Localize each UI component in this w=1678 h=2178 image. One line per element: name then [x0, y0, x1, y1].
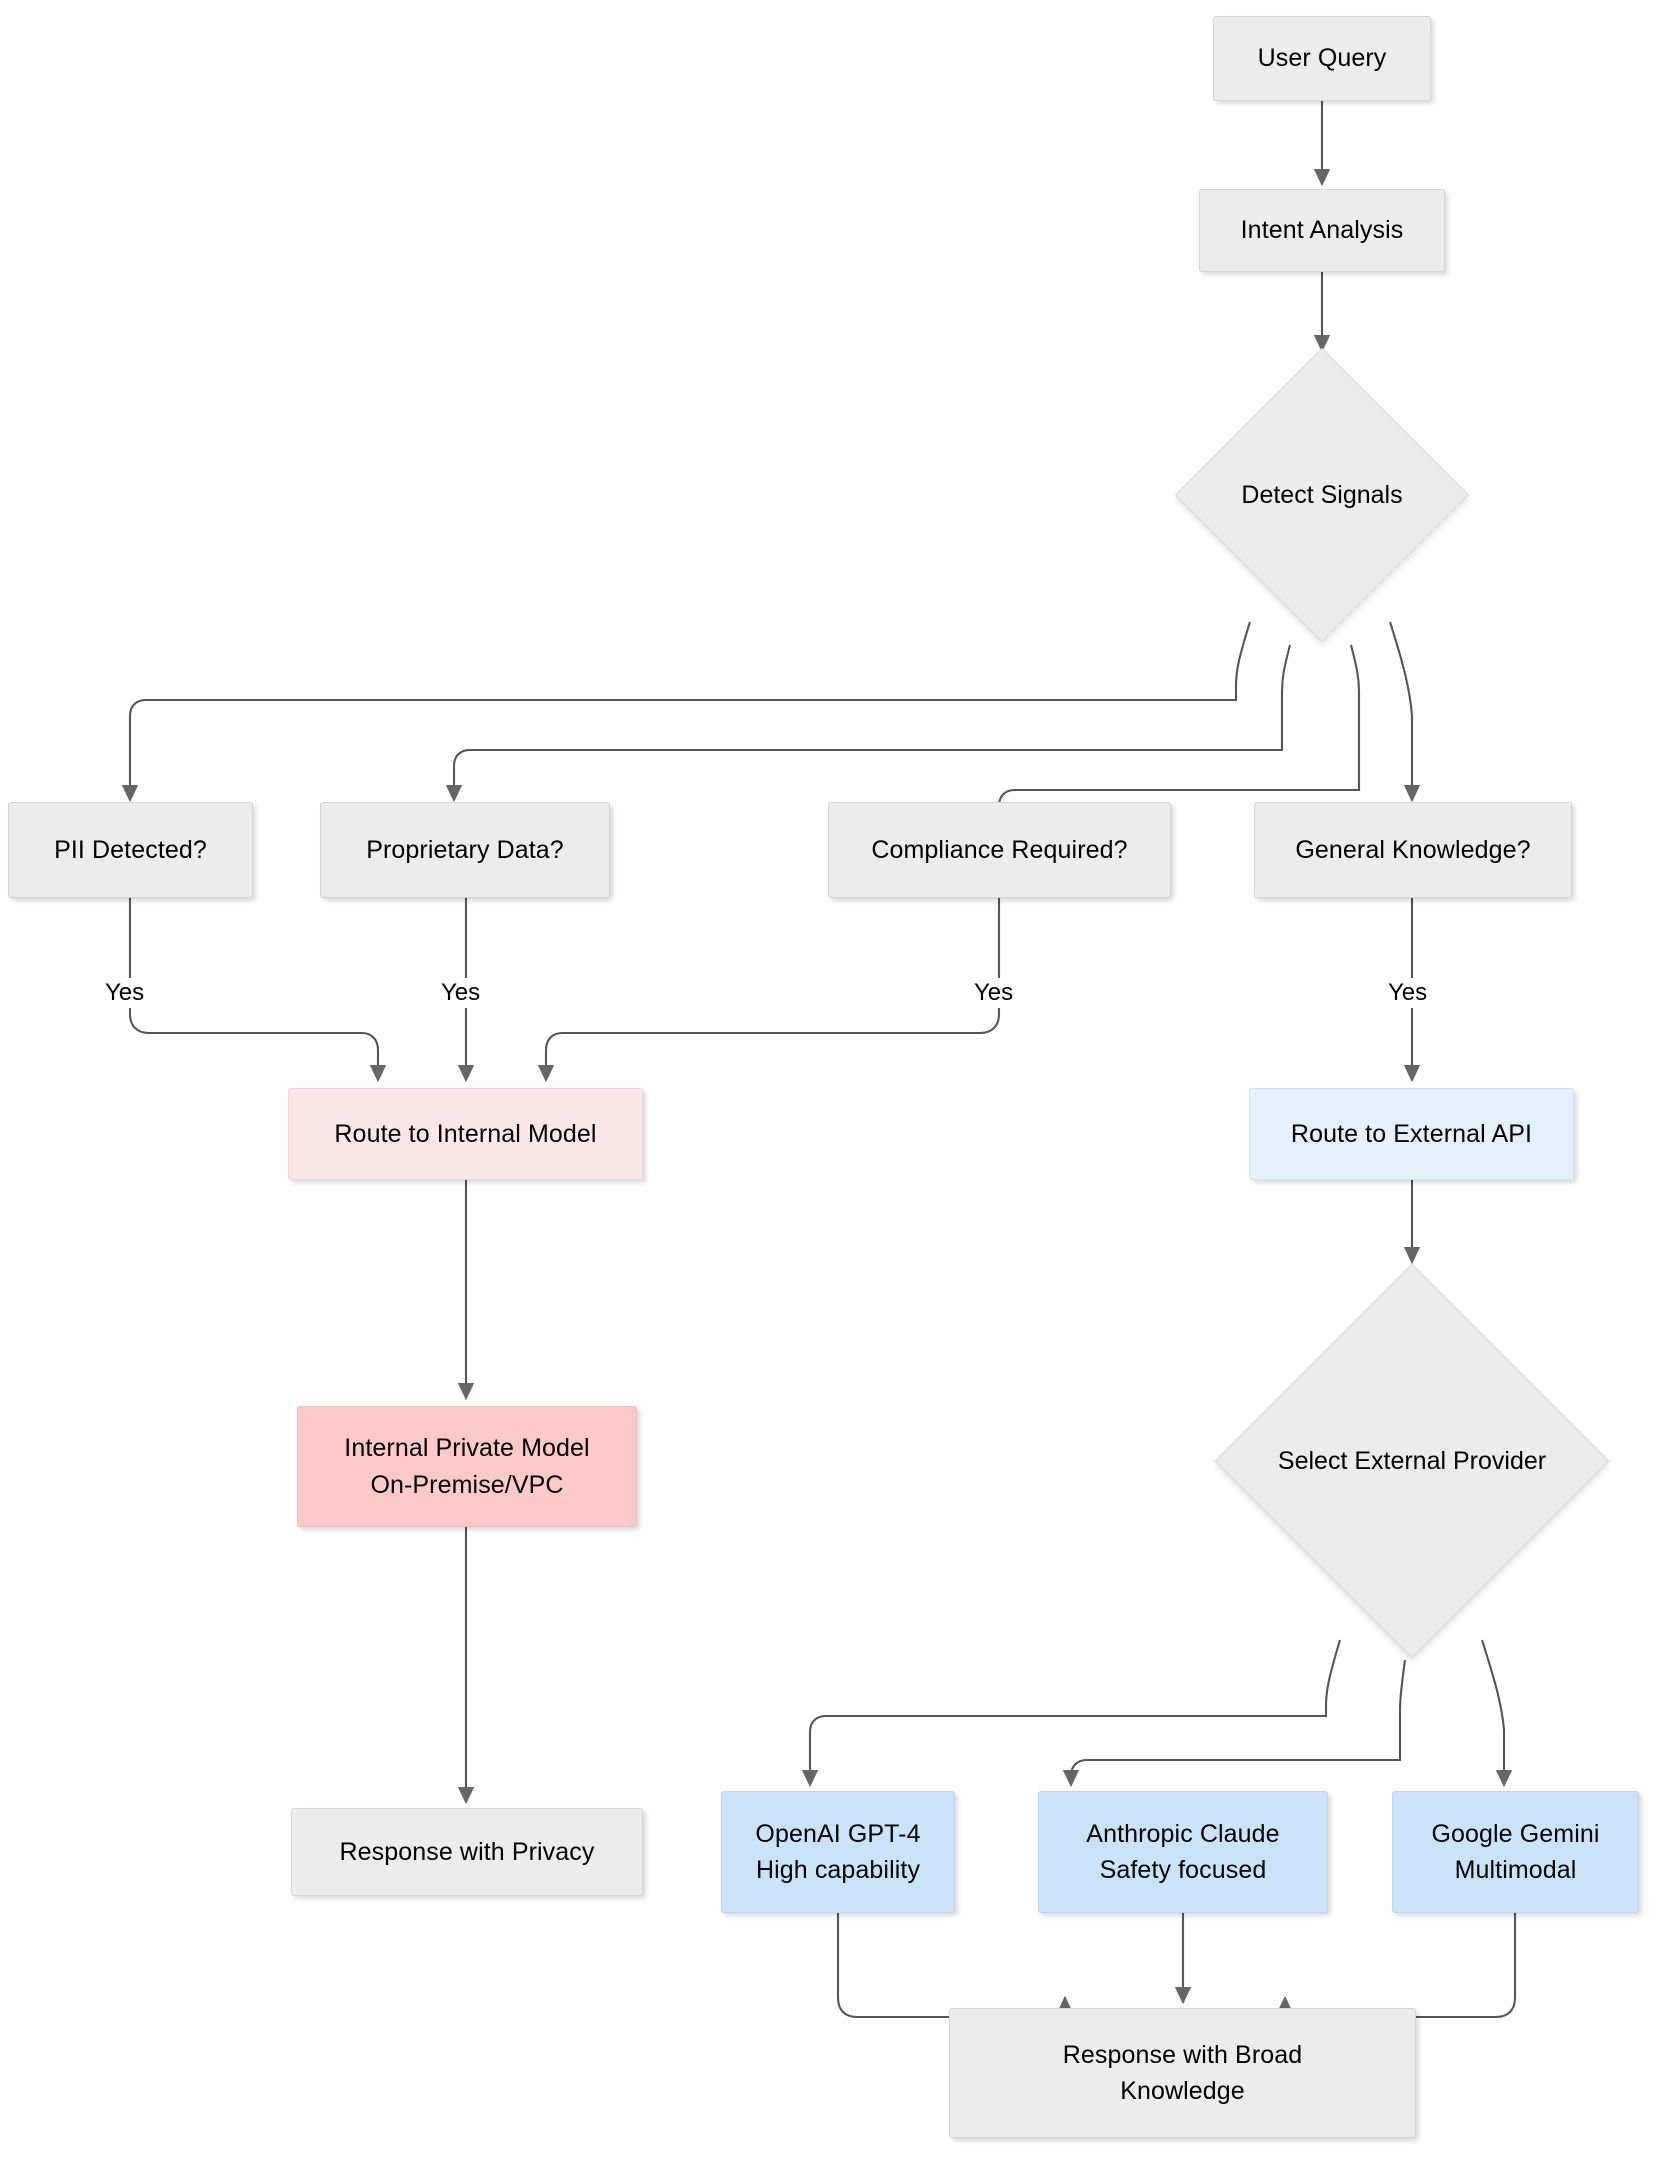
node-general-knowledge[interactable]: General Knowledge? [1254, 802, 1572, 898]
node-internal-private-model[interactable]: Internal Private Model On-Premise/VPC [297, 1406, 637, 1527]
node-route-to-internal-model-label: Route to Internal Model [334, 1119, 597, 1148]
edge-select-provider-to-anthropic [1062, 1659, 1407, 1788]
edge-detect-to-compliance [990, 644, 1361, 833]
node-select-external-provider[interactable]: Select External Provider [1198, 1263, 1626, 1659]
node-user-query-label: User Query [1257, 44, 1387, 73]
edge-detect-to-general [1388, 621, 1421, 803]
node-response-with-privacy-label: Response with Privacy [339, 1837, 595, 1866]
node-anthropic-claude-label: Anthropic Claude Safety focused [1086, 1819, 1280, 1884]
node-pii-detected[interactable]: PII Detected? [8, 802, 253, 898]
node-google-gemini[interactable]: Google Gemini Multimodal [1392, 1791, 1639, 1913]
node-openai-gpt4[interactable]: OpenAI GPT-4 High capability [721, 1791, 955, 1913]
node-route-to-external-api-label: Route to External API [1290, 1119, 1533, 1148]
edge-label-pii-yes: Yes [100, 978, 150, 1008]
node-general-knowledge-label: General Knowledge? [1295, 835, 1531, 864]
node-proprietary-data[interactable]: Proprietary Data? [320, 802, 610, 898]
node-response-with-broad-knowledge-label: Response with Broad Knowledge [1062, 2040, 1303, 2105]
edge-select-provider-to-openai [801, 1639, 1342, 1788]
edge-detect-to-pii [121, 621, 1252, 803]
edge-pii-to-route-internal [128, 898, 387, 1083]
node-proprietary-data-label: Proprietary Data? [366, 835, 564, 864]
node-google-gemini-label: Google Gemini Multimodal [1431, 1819, 1600, 1884]
edge-label-proprietary-yes: Yes [436, 978, 486, 1008]
node-select-external-provider-label: Select External Provider [1277, 1446, 1547, 1475]
node-route-to-internal-model[interactable]: Route to Internal Model [288, 1088, 643, 1180]
node-user-query[interactable]: User Query [1213, 16, 1431, 101]
node-intent-analysis[interactable]: Intent Analysis [1199, 189, 1445, 272]
edge-label-general-yes: Yes [1383, 978, 1433, 1008]
edge-compliance-to-route-internal [537, 898, 1001, 1083]
node-detect-signals-label: Detect Signals [1241, 480, 1403, 509]
edge-select-provider-to-gemini [1480, 1639, 1513, 1788]
node-internal-private-model-label: Internal Private Model On-Premise/VPC [344, 1434, 590, 1499]
node-response-with-broad-knowledge[interactable]: Response with Broad Knowledge [949, 2008, 1416, 2138]
node-pii-detected-label: PII Detected? [54, 835, 207, 864]
node-anthropic-claude[interactable]: Anthropic Claude Safety focused [1038, 1791, 1328, 1913]
edge-label-compliance-yes: Yes [969, 978, 1019, 1008]
node-detect-signals[interactable]: Detect Signals [1170, 347, 1474, 643]
node-compliance-required[interactable]: Compliance Required? [828, 802, 1171, 898]
edge-detect-to-proprietary [445, 644, 1292, 803]
node-route-to-external-api[interactable]: Route to External API [1249, 1088, 1574, 1180]
node-compliance-required-label: Compliance Required? [871, 835, 1128, 864]
node-openai-gpt4-label: OpenAI GPT-4 High capability [755, 1819, 921, 1884]
node-response-with-privacy[interactable]: Response with Privacy [291, 1808, 643, 1896]
node-intent-analysis-label: Intent Analysis [1240, 216, 1404, 245]
